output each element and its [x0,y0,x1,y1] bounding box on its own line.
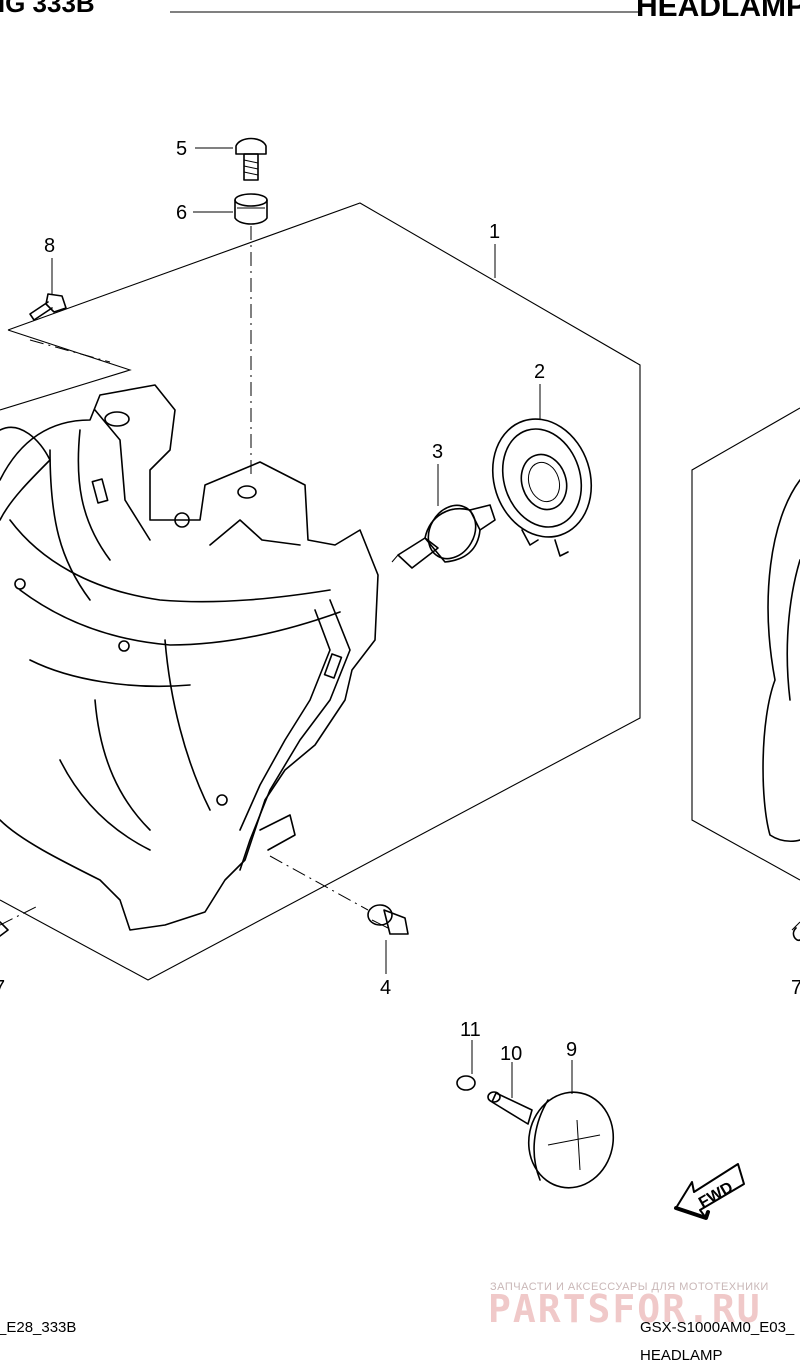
assembly-box-outline [0,202,641,981]
part-9-cap [527,1091,615,1189]
callout-9: 9 [566,1039,577,1061]
assembly-box-inner-edge [0,329,132,411]
footer-left-code: _E28_333B [0,1319,76,1336]
part-10-bolt [487,1091,533,1125]
callout-2: 2 [534,361,545,383]
watermark: ЗАПЧАСТИ И АКСЕССУАРЫ ДЛЯ МОТОТЕХНИКИ PA… [488,1281,769,1331]
callout-5: 5 [176,138,187,160]
callout-8: 8 [44,235,55,257]
part-11-washer [456,1075,476,1091]
footer: _E28_333B GSX-S1000AM0_E03_ HEADLAMP [0,1319,795,1364]
header-right-fragment: HEADLAMP [636,0,800,23]
fwd-arrow: FWD [674,1163,745,1220]
part-5-screw [235,137,267,181]
callout-11: 11 [460,1019,481,1041]
part-number-callouts: 1 2 3 4 5 6 8 9 10 11 7 7 [0,138,800,1065]
part-8-bolt [29,293,67,321]
part-4-clip [367,904,409,935]
callout-6: 6 [176,202,187,224]
part-7-fasteners [0,921,800,942]
part-6-grommet [234,193,268,225]
part-3-bulb [391,504,496,569]
header-fragments: FIG 333B HEADLAMP [0,0,800,23]
callout-7-right: 7 [791,977,800,999]
watermark-brand: PARTSFOR.RU [488,1287,762,1331]
callout-10: 10 [500,1043,522,1065]
right-assembly-fragment [691,407,800,881]
footer-caption: HEADLAMP [640,1347,723,1364]
headlamp-housing [0,384,379,931]
watermark-tagline: ЗАПЧАСТИ И АКСЕССУАРЫ ДЛЯ МОТОТЕХНИКИ [490,1281,769,1293]
header-left-fragment: FIG 333B [0,0,95,18]
callout-3: 3 [432,441,443,463]
footer-right-code: GSX-S1000AM0_E03_ [640,1319,795,1336]
left-assembly-fragment [0,426,51,521]
part-2-socket [491,418,593,557]
callout-7-left: 7 [0,977,5,999]
callout-1: 1 [489,221,500,243]
callout-4: 4 [380,977,391,999]
leader-lines [0,147,800,1098]
